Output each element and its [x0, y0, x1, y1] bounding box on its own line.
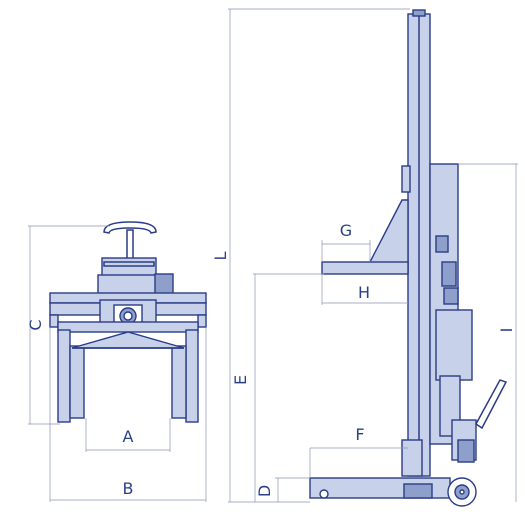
fork-gusset: [369, 199, 409, 273]
rear-wheel-axle: [459, 489, 465, 495]
front-dimensions: C A B: [26, 225, 207, 502]
front-roller: [319, 489, 329, 499]
top-block-band: [103, 261, 155, 267]
base-block: [403, 483, 433, 499]
side-view: [309, 9, 508, 507]
fork-bracket: [71, 331, 185, 349]
dim-label-f: F: [355, 425, 364, 444]
beam-end-left: [49, 314, 59, 328]
top-bracket: [401, 165, 411, 193]
mast-cap: [412, 9, 426, 17]
fork-right-inner: [171, 345, 187, 419]
dim-label-d: D: [255, 485, 274, 497]
dim-label-a: A: [123, 427, 134, 446]
motor-1: [435, 235, 449, 253]
dim-label-h: H: [358, 283, 370, 302]
pump-handle: [475, 379, 508, 430]
front-view: [49, 221, 207, 423]
dim-label-g: G: [340, 221, 352, 240]
handle-shaft: [126, 229, 134, 261]
motor-3: [443, 287, 459, 305]
side-dimensions: L E D G H F I: [211, 8, 518, 503]
beam-end-right: [197, 314, 207, 328]
battery-box: [435, 309, 473, 381]
fork-arm: [321, 261, 409, 275]
fork-left-inner: [69, 345, 85, 419]
dim-label-b: B: [123, 479, 134, 498]
fork-right-outer: [185, 329, 199, 423]
dim-label-i: I: [497, 328, 516, 333]
dim-label-e: E: [231, 375, 250, 385]
pump-reservoir: [457, 439, 475, 463]
dim-label-l: L: [211, 251, 230, 260]
fork-frame-top: [57, 321, 199, 333]
top-block: [101, 257, 157, 277]
lower-mast: [401, 439, 423, 477]
fork-left-outer: [57, 329, 71, 423]
pump-hub: [123, 311, 133, 321]
motor-2: [441, 261, 457, 287]
handle-bar: [103, 221, 157, 234]
dim-label-c: C: [26, 319, 45, 330]
